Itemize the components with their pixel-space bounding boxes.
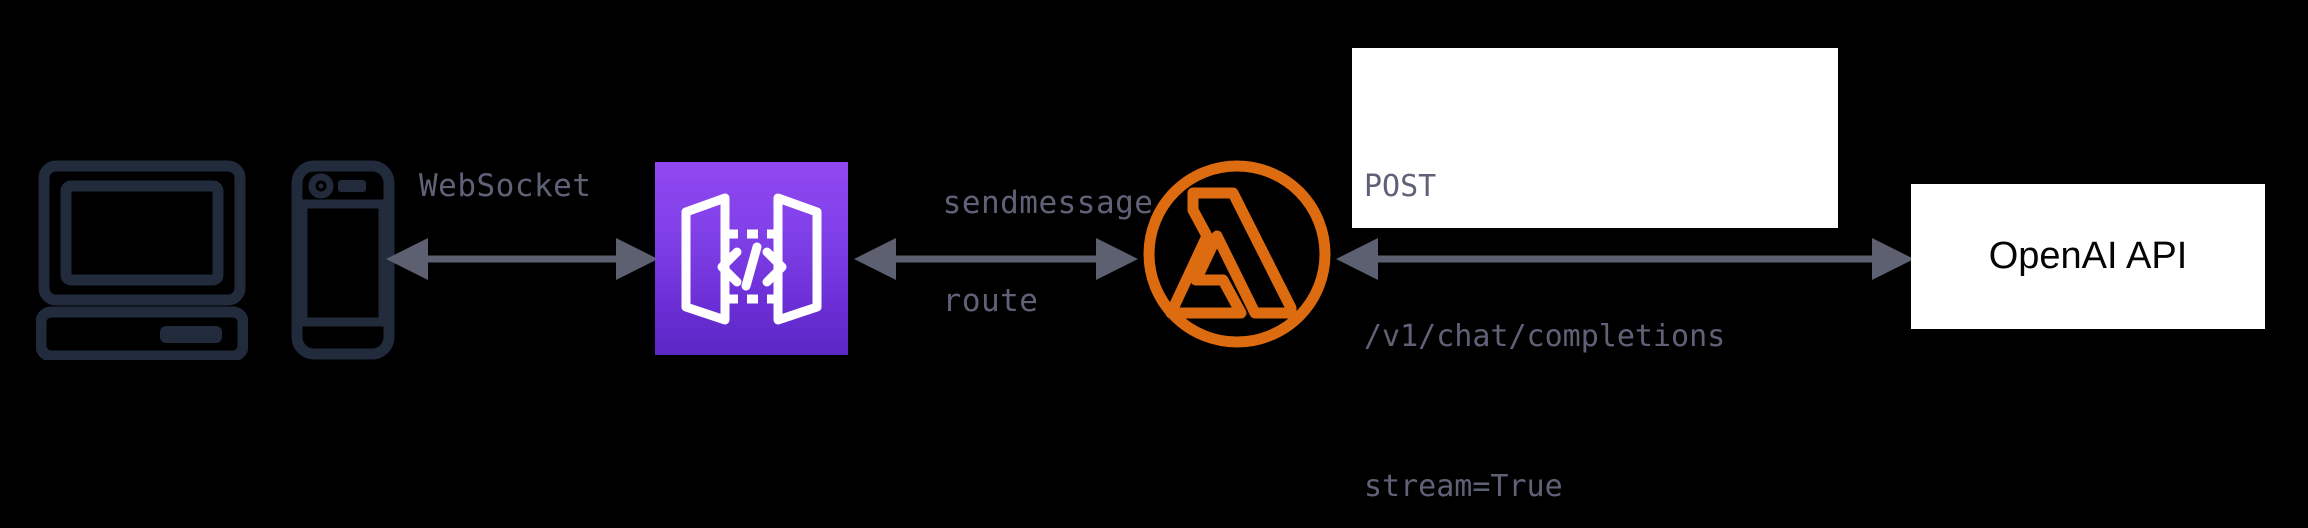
connector-websocket-arrow	[386, 236, 658, 282]
post-request-callout: POST /v1/chat/completions stream=True	[1352, 48, 1838, 504]
openai-api-node[interactable]: OpenAI API	[1911, 184, 2265, 329]
edge-label-sendmessage-route: sendmessage route	[866, 130, 1153, 375]
edge-label-sendmessage-line2: route	[942, 283, 1039, 319]
aws-api-gateway-node[interactable]	[655, 162, 848, 355]
edge-label-sendmessage-line1: sendmessage	[942, 185, 1154, 221]
openai-api-label: OpenAI API	[1988, 235, 2188, 277]
callout-line-method: POST	[1364, 169, 1437, 204]
edge-label-websocket: WebSocket	[419, 168, 592, 204]
desktop-computer-icon	[35, 160, 249, 362]
connector-openai-arrow	[1336, 236, 1914, 282]
mobile-phone-icon	[290, 160, 396, 360]
callout-line-param: stream=True	[1364, 469, 1563, 504]
connector-sendmessage-arrow	[854, 236, 1138, 282]
post-request-callout-text: POST /v1/chat/completions stream=True	[1352, 48, 1838, 528]
aws-lambda-node[interactable]	[1141, 158, 1333, 350]
callout-line-path: /v1/chat/completions	[1364, 319, 1726, 354]
